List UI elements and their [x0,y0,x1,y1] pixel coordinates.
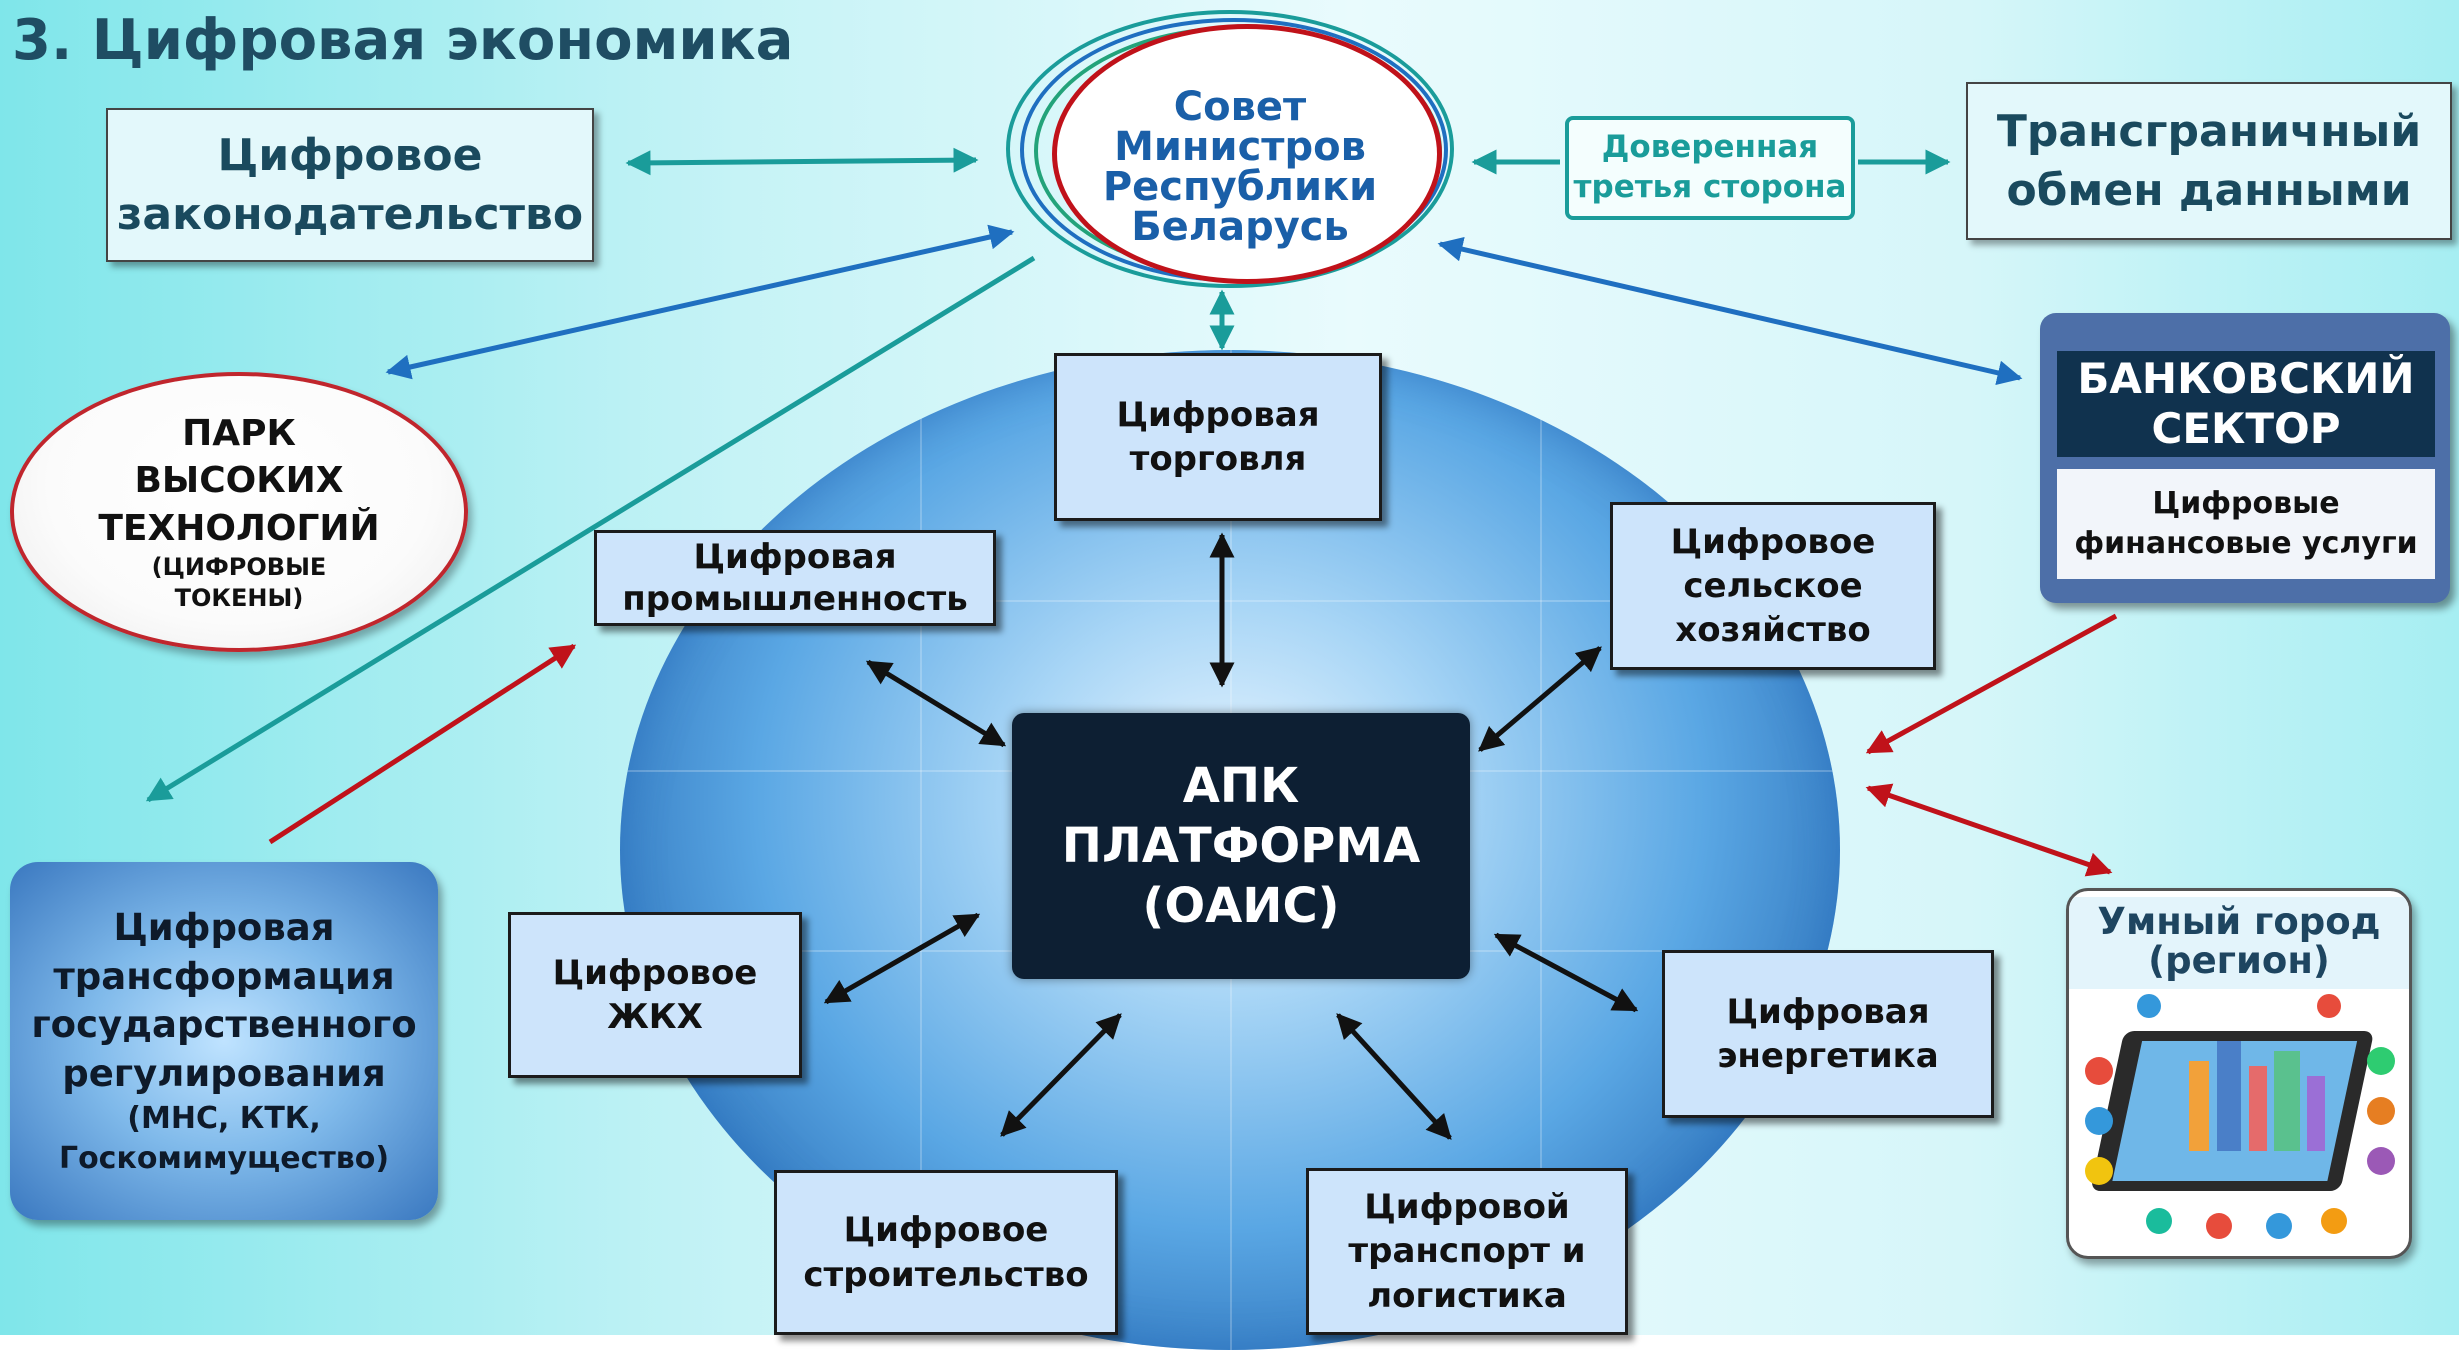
crossborder-data-box: Трансграничный обмен данными [1966,82,2452,240]
arrow-gov-industry [268,643,577,845]
arrow-platform-industry [865,659,1007,748]
banking-sector-box: БАНКОВСКИЙ СЕКТОР Цифровые финансовые ус… [2040,313,2450,603]
arrow-council-gov [145,255,1036,803]
digital-housing-box: Цифровое ЖКХ [508,912,802,1078]
digital-energy-box: Цифровая энергетика [1662,950,1994,1118]
arrow-law-council [625,147,979,176]
banking-sector-header: БАНКОВСКИЙ СЕКТОР [2057,351,2435,457]
smart-city-title: Умный город (регион) [2069,897,2409,989]
arrow-platform-transport [1336,1013,1452,1140]
page-title: 3. Цифровая экономика [12,8,794,73]
council-ring-teal [1006,10,1454,288]
digital-financial-services: Цифровые финансовые услуги [2057,469,2435,579]
council-of-ministers: Совет Министров Республики Беларусь [1102,84,1378,250]
digital-agriculture-box: Цифровое сельское хозяйство [1610,502,1936,670]
digital-construction-box: Цифровое строительство [774,1170,1118,1335]
arrow-platform-city [1865,783,2113,877]
digital-industry-box: Цифровая промышленность [594,530,996,626]
trusted-third-party-box: Доверенная третья сторона [1565,116,1855,220]
smart-city-box: Умный город (регион) [2066,888,2412,1259]
digital-trade-box: Цифровая торговля [1054,353,1382,521]
arrow-platform-agri [1478,646,1602,752]
arrow-bank-platform [1865,613,2118,755]
arrow-platform-housing [823,912,981,1005]
arrow-platform-energy [1493,932,1639,1013]
smart-city-illustration [2085,994,2395,1239]
apk-platform-box: АПК ПЛАТФОРМА (ОАИС) [1012,713,1470,979]
digital-transport-box: Цифровой транспорт и логистика [1306,1168,1628,1335]
arrow-council-park [385,224,1015,380]
gov-regulation-box: Цифровая трансформация государственного … [10,862,438,1220]
arrow-platform-construction [1000,1013,1122,1137]
council-ring-red [1052,24,1442,284]
hi-tech-park-oval: ПАРК ВЫСОКИХ ТЕХНОЛОГИЙ (ЦИФРОВЫЕ ТОКЕНЫ… [10,372,468,652]
arrow-council-bank [1437,236,2023,386]
